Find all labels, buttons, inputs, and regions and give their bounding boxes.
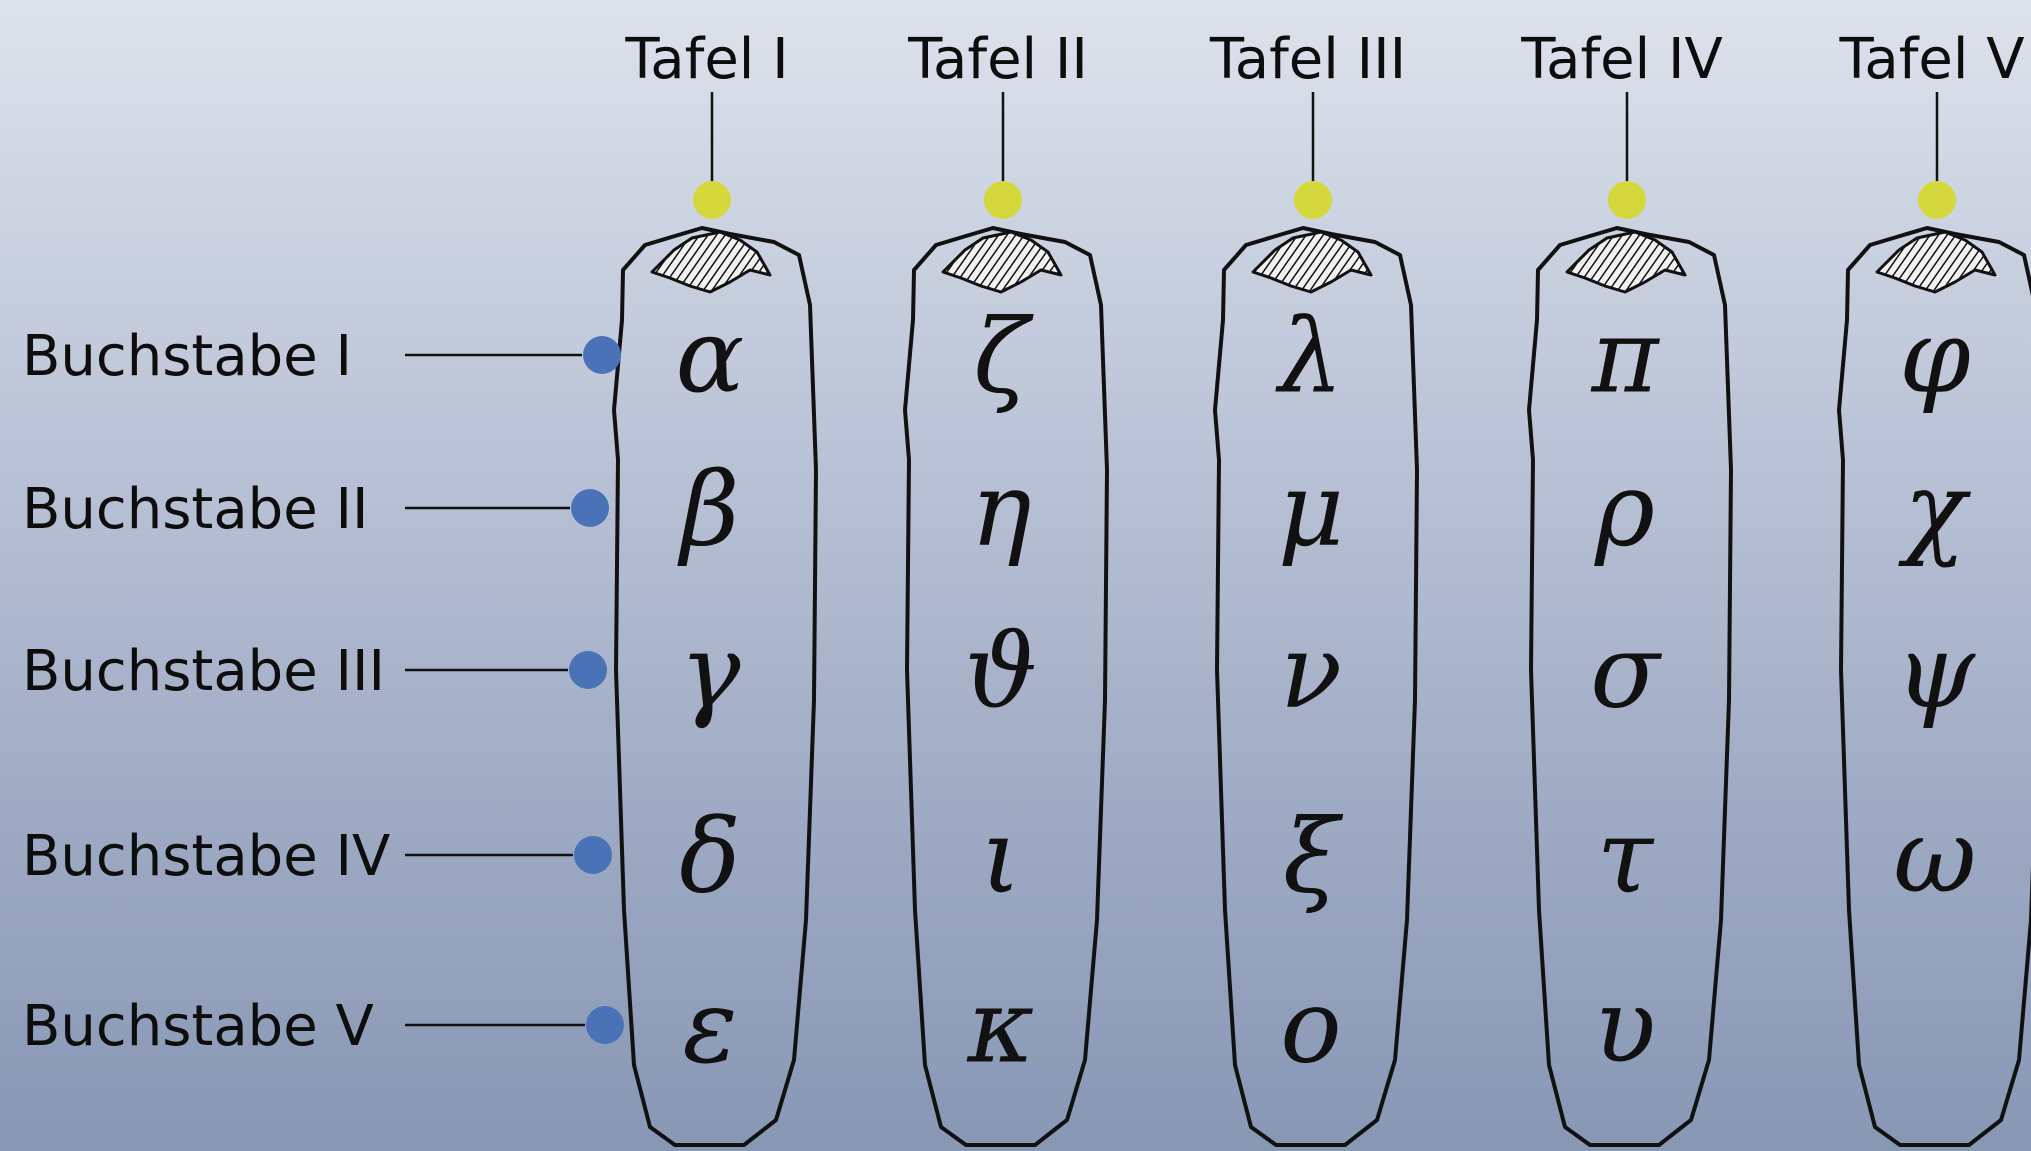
tablet-letter: δ xyxy=(679,798,740,917)
row-3: Buchstabe III xyxy=(22,639,607,704)
row-label: Buchstabe I xyxy=(22,324,352,389)
row-4: Buchstabe IV xyxy=(22,824,612,889)
tablet-marker xyxy=(1918,181,1956,219)
tablet-marker xyxy=(693,181,731,219)
row-marker xyxy=(571,489,609,527)
row-5: Buchstabe V xyxy=(22,994,624,1059)
tablet-letter: α xyxy=(676,298,745,417)
tablet-letter: υ xyxy=(1594,968,1656,1087)
tablet-letter: ω xyxy=(1893,798,1976,917)
tablet-label: Tafel V xyxy=(1838,27,2024,92)
tablet-chip xyxy=(1251,230,1373,294)
tablet-label: Tafel II xyxy=(907,27,1088,92)
tablet-letter: ζ xyxy=(973,298,1034,417)
row-labels: Buchstabe I Buchstabe II Buchstabe III Buch… xyxy=(22,324,624,1059)
row-label: Buchstabe II xyxy=(22,477,368,542)
tablet-letter: ξ xyxy=(1283,798,1344,917)
tablet-chip xyxy=(1565,230,1687,294)
tablet-marker xyxy=(984,181,1022,219)
tablet-letter: λ xyxy=(1275,298,1344,417)
tablet-letter: σ xyxy=(1590,613,1662,732)
tablet-letter: η xyxy=(970,451,1031,570)
tablet-marker xyxy=(1294,181,1332,219)
tablet-label: Tafel I xyxy=(624,27,788,92)
tablet-letter: ϑ xyxy=(965,613,1038,732)
row-2: Buchstabe II xyxy=(22,477,609,542)
row-marker xyxy=(569,651,607,689)
row-label: Buchstabe V xyxy=(22,994,374,1059)
tablet-label: Tafel III xyxy=(1209,27,1406,92)
tablet-letter: μ xyxy=(1278,451,1344,570)
tablet-letter: γ xyxy=(680,613,742,732)
tablet-letter: ν xyxy=(1280,613,1342,732)
tablet-letter: χ xyxy=(1898,451,1971,570)
tablet-chip xyxy=(650,230,772,294)
tablet-marker xyxy=(1608,181,1646,219)
tablet-letter: τ xyxy=(1597,798,1655,917)
tablet-letter: φ xyxy=(1899,298,1971,417)
tablet-letter: κ xyxy=(967,968,1035,1087)
tablet-letter: ρ xyxy=(1594,451,1655,570)
tablet-letter: ο xyxy=(1280,968,1341,1087)
row-marker xyxy=(574,836,612,874)
tablet-chip xyxy=(941,230,1063,294)
tablet-letter: ψ xyxy=(1895,613,1976,732)
row-label: Buchstabe IV xyxy=(22,824,390,889)
tablet-letter: π xyxy=(1590,298,1660,417)
row-1: Buchstabe I xyxy=(22,324,621,389)
row-label: Buchstabe III xyxy=(22,639,385,704)
tablet-letter: ε xyxy=(683,968,738,1087)
row-marker xyxy=(583,336,621,374)
row-marker xyxy=(586,1006,624,1044)
tablet-letter: β xyxy=(677,451,740,570)
tablet-letter: ι xyxy=(981,798,1021,917)
tablet-chip xyxy=(1875,230,1997,294)
tablet-label: Tafel IV xyxy=(1520,27,1723,92)
